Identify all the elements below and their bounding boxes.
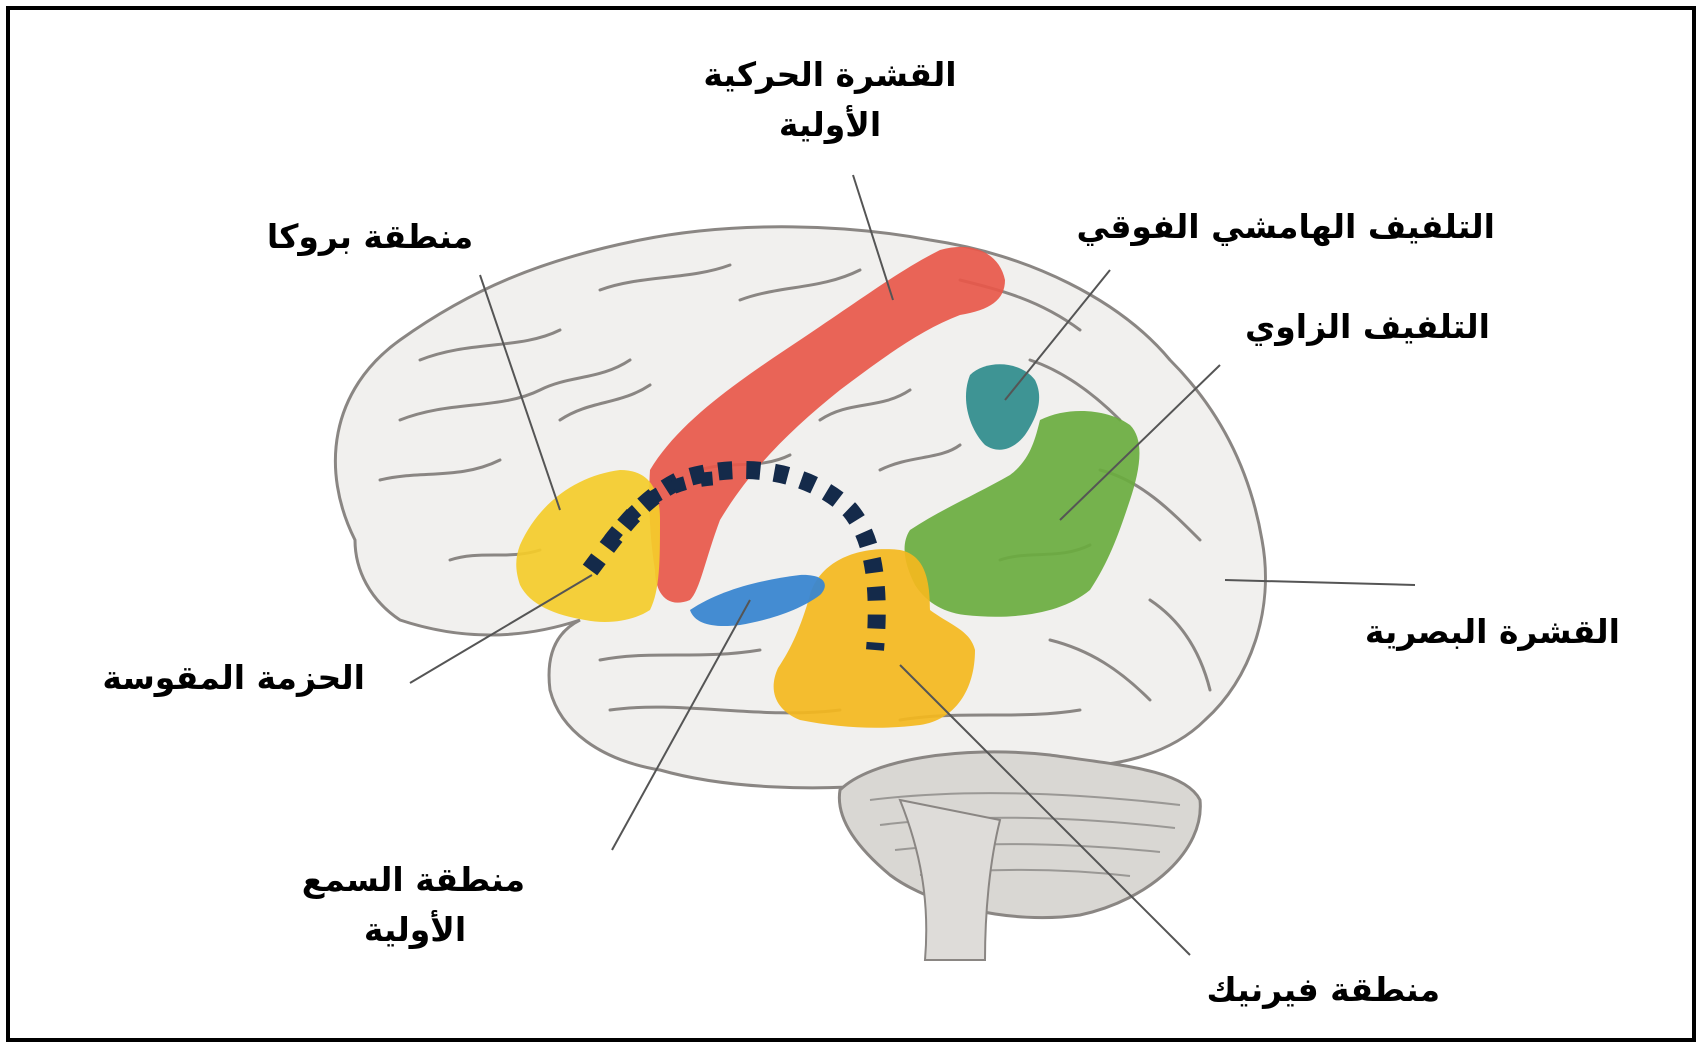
label-broca: منطقة بروكا [265, 212, 475, 262]
label-visual: القشرة البصرية [1380, 607, 1620, 657]
cerebellum [839, 752, 1200, 918]
label-supramarginal: التلفيف الهامشي الفوقي [1125, 202, 1495, 252]
label-auditory: منطقة السمع الأولية [305, 855, 525, 955]
label-auditory-line1: منطقة السمع [305, 855, 525, 905]
label-wernicke: منطقة فيرنيك [1225, 965, 1440, 1015]
label-arcuate: الحزمة المقوسة [115, 653, 365, 703]
label-motor-cortex: القشرة الحركية الأولية [700, 50, 960, 150]
label-auditory-line2: الأولية [305, 905, 525, 955]
label-motor-cortex-line2: الأولية [700, 100, 960, 150]
label-motor-cortex-line1: القشرة الحركية [700, 50, 960, 100]
label-angular: التلفيف الزاوي [1255, 302, 1490, 352]
